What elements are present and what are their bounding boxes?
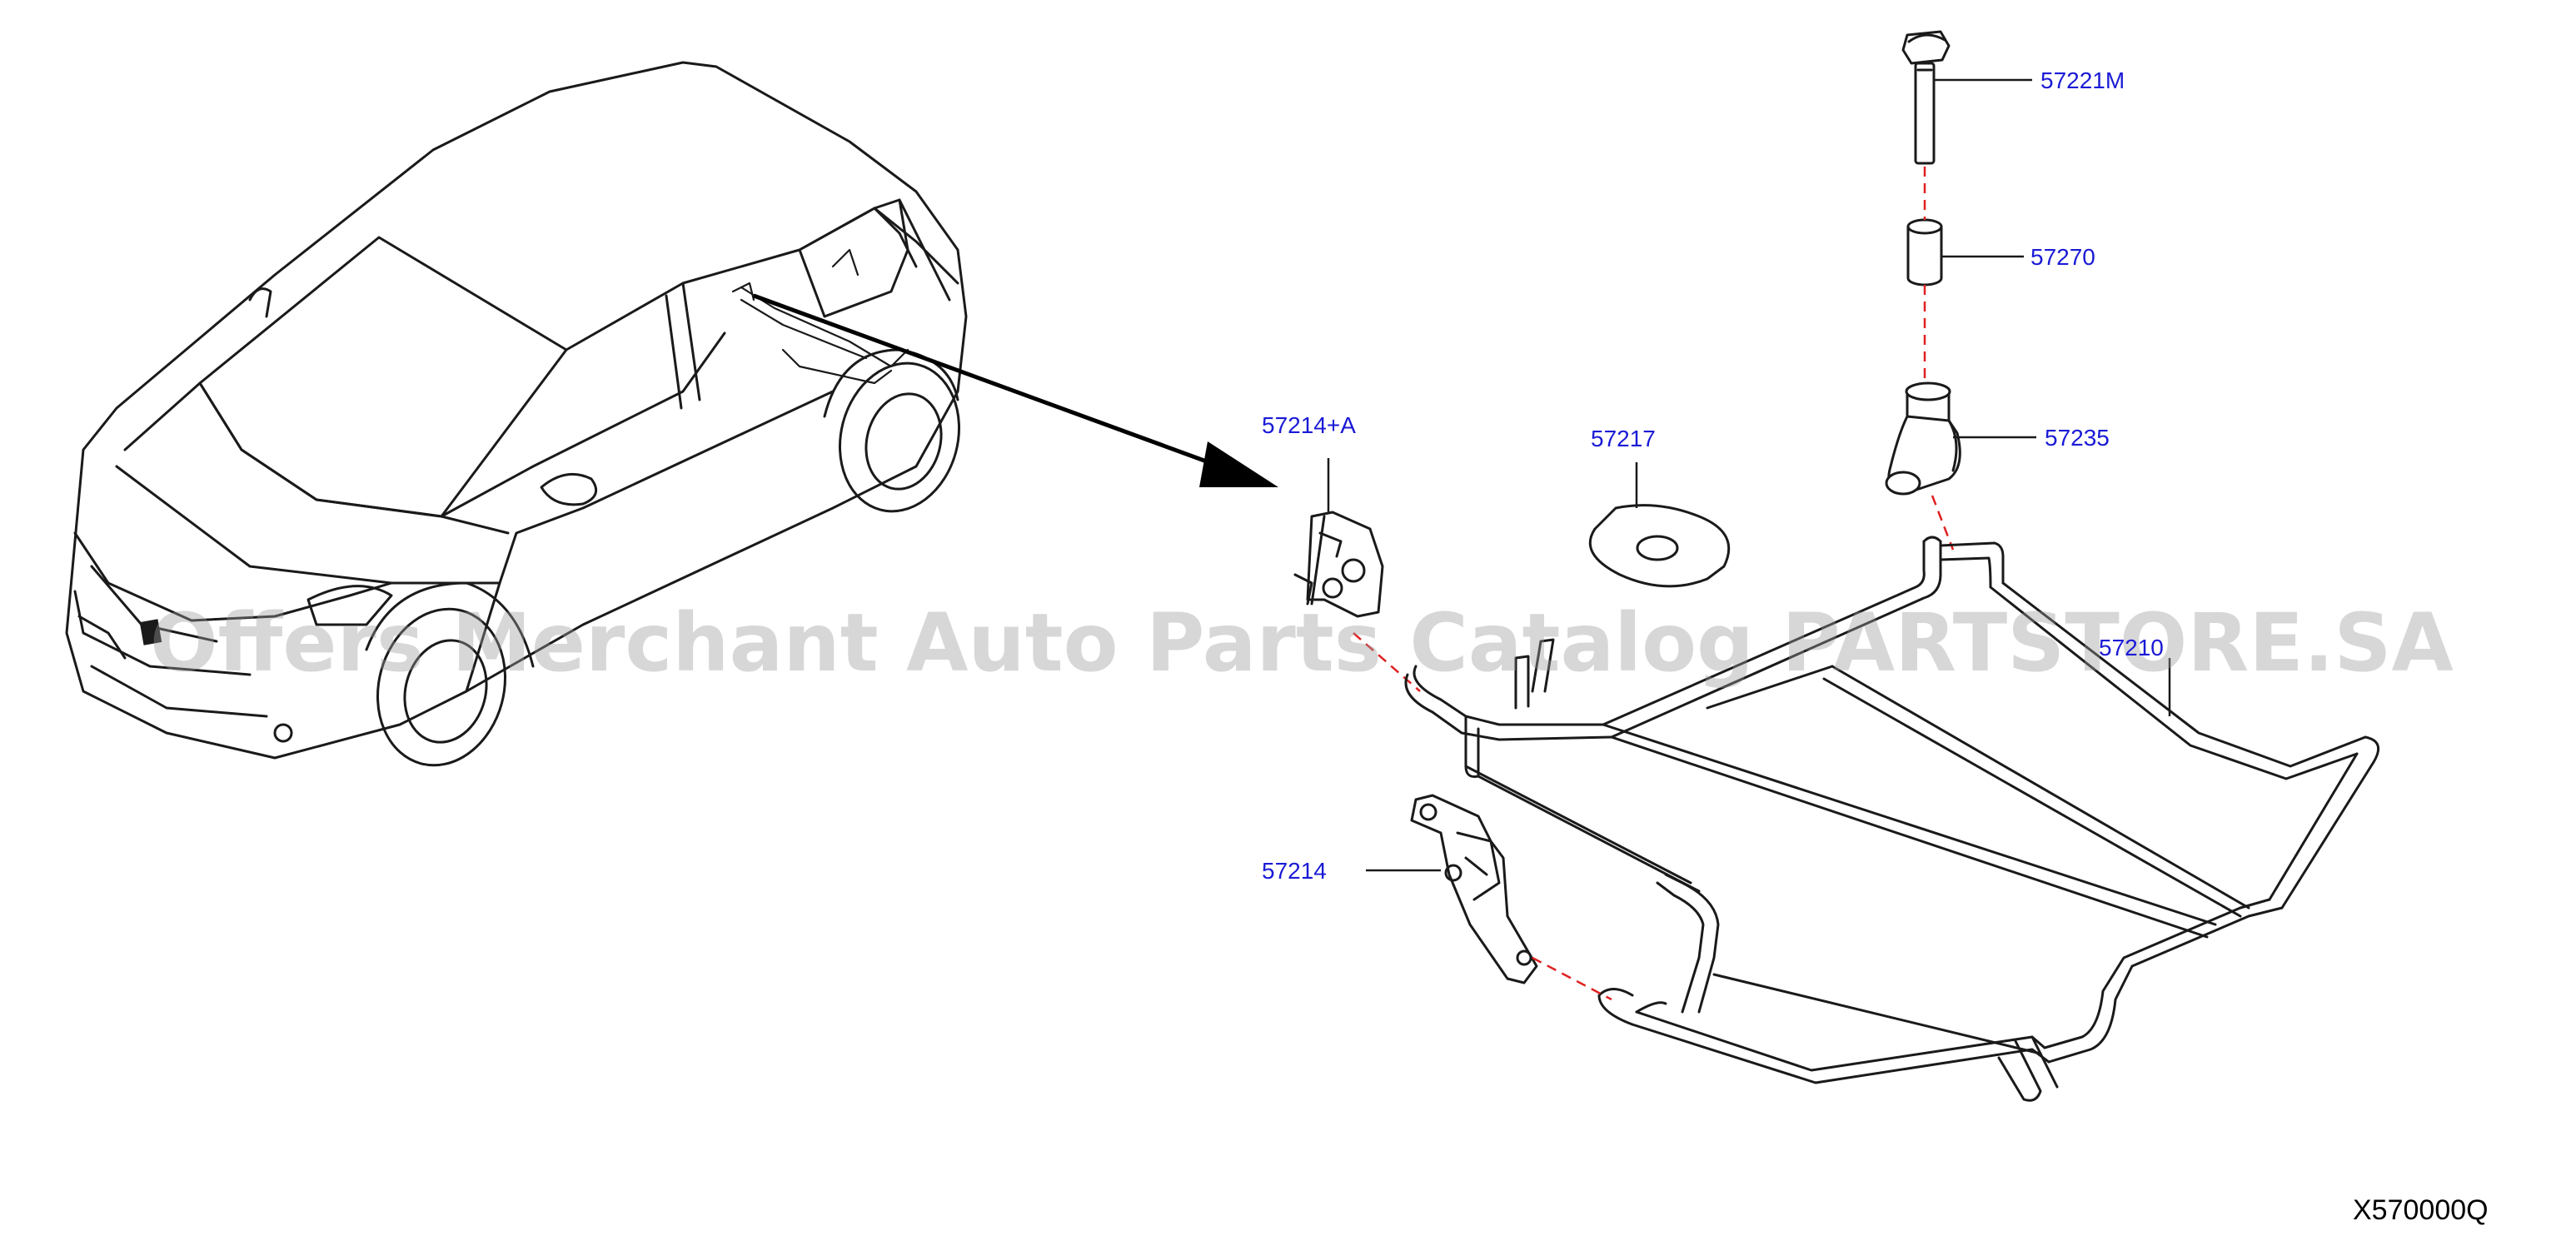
- cargo-frame-57210: [1404, 536, 2380, 1102]
- watermark-text: Offers Merchant Auto Parts Catalog PARTS…: [150, 596, 2454, 690]
- label-57270: 57270: [2030, 244, 2095, 270]
- bracket-57214: [1410, 794, 1538, 984]
- bracket-57214A: [1293, 511, 1384, 618]
- washer-57217: [1588, 504, 1731, 588]
- bolt-57221M: [1901, 30, 1951, 165]
- label-57214A: 57214+A: [1262, 412, 1356, 438]
- callout-arrow: [753, 293, 1278, 487]
- label-57217: 57217: [1591, 426, 1656, 451]
- guide-line-57214: [1532, 956, 1612, 1001]
- guide-line-57214A: [1353, 632, 1421, 692]
- spacer-57270: [1906, 218, 1943, 287]
- label-57214: 57214: [1262, 858, 1327, 884]
- label-57235: 57235: [2045, 425, 2110, 451]
- vehicle-illustration: [65, 61, 968, 767]
- label-57210: 57210: [2099, 635, 2164, 660]
- guide-line-vertical: [1923, 167, 1955, 551]
- clamp-57235: [1885, 381, 1961, 496]
- diagram-code: X570000Q: [2353, 1194, 2489, 1226]
- label-57221M: 57221M: [2040, 67, 2125, 93]
